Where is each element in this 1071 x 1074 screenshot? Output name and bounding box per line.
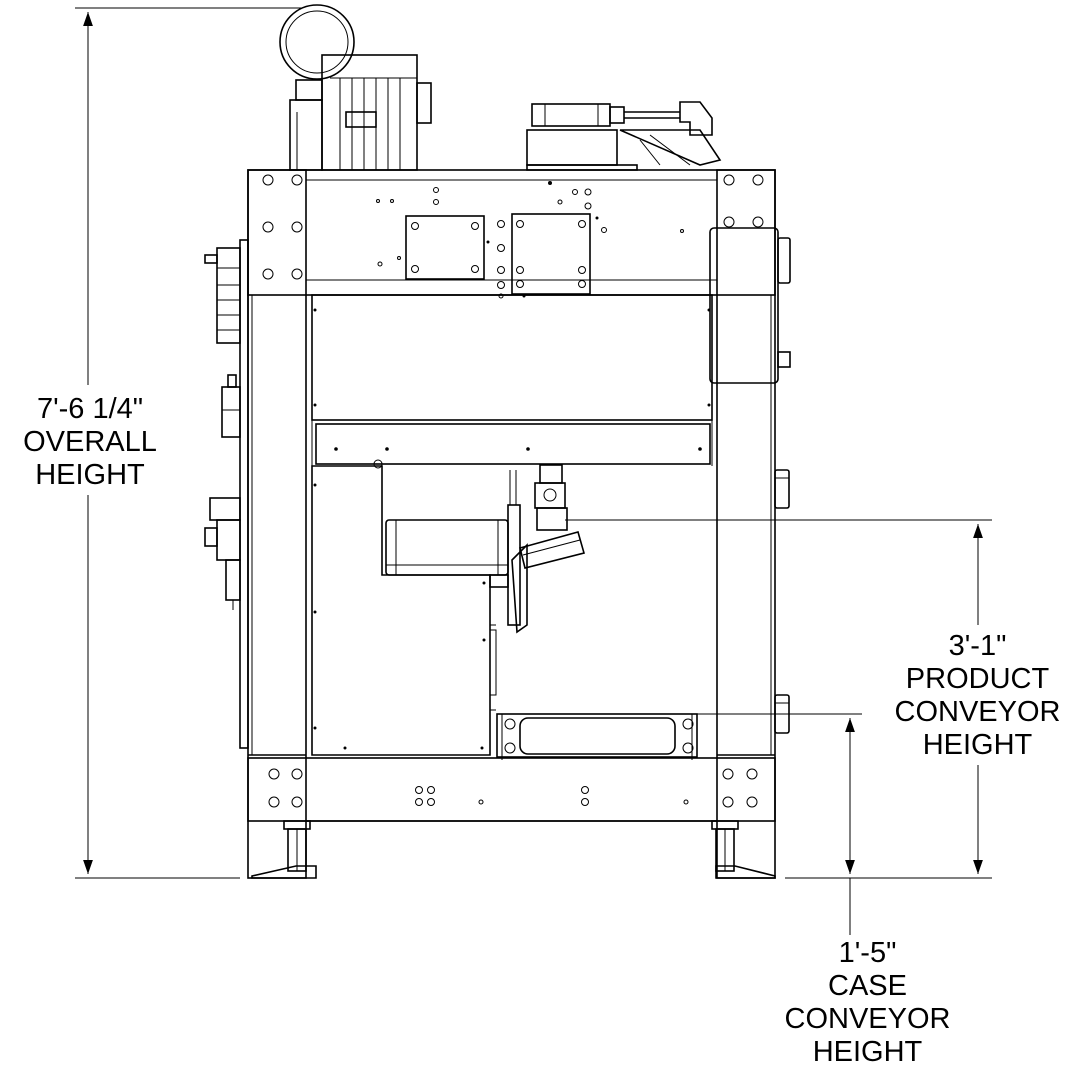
tape-applicator-roller: [536, 507, 568, 531]
mounting-plate-right: [511, 213, 591, 295]
motor-assembly: [279, 4, 432, 171]
frame-bolt-holes: [262, 174, 764, 808]
case-conveyor-bed: [496, 713, 698, 758]
case-conveyor: [496, 713, 698, 760]
dimension-case-conveyor-height: [690, 713, 862, 935]
overall-height-value: 7'-6 1/4": [36, 393, 144, 425]
leveling-feet: [251, 820, 776, 879]
tape-knife-arm: [507, 504, 521, 626]
product-conveyor-caption-1: PRODUCT: [905, 663, 1050, 695]
tape-head: [519, 464, 585, 569]
electrical-enclosure: [709, 227, 779, 384]
case-conveyor-roller: [519, 717, 676, 755]
case-conveyor-caption-2: CONVEYOR: [784, 1003, 951, 1035]
push-button-lower: [774, 694, 790, 734]
left-side-panel: [239, 239, 249, 749]
foot-left-pad: [251, 865, 317, 879]
valve-manifold: [216, 247, 241, 344]
middle-guard-panel: [315, 423, 711, 465]
guard-panels: [311, 294, 713, 756]
case-conveyor-value: 1'-5": [838, 937, 897, 969]
foot-right-collar: [711, 820, 739, 830]
left-column: [247, 169, 307, 879]
tape-strip: [519, 531, 585, 569]
case-conveyor-height-label: 1'-5" CASE CONVEYOR HEIGHT: [780, 937, 955, 1069]
foot-right-pad: [715, 865, 776, 879]
product-conveyor-height-label: 3'-1" PRODUCT CONVEYOR HEIGHT: [885, 630, 1070, 762]
overall-height-caption-2: HEIGHT: [35, 459, 145, 491]
overall-height-caption-1: OVERALL: [23, 426, 157, 458]
upper-guard-panel: [311, 294, 713, 421]
case-conveyor-caption-1: CASE: [828, 970, 907, 1002]
disconnect-handle: [777, 237, 791, 284]
motor-fan-cover: [279, 4, 355, 80]
product-conveyor-caption-3: HEIGHT: [922, 729, 1033, 761]
control-box: [709, 227, 791, 734]
product-conveyor-roller: [385, 519, 509, 576]
pressure-regulator: [221, 386, 241, 438]
cylinder-assembly: [526, 101, 722, 171]
case-conveyor-caption-3: HEIGHT: [812, 1036, 923, 1068]
dimension-overall-height: [75, 7, 305, 879]
bottom-beam: [247, 757, 776, 822]
product-conveyor-caption-2: CONVEYOR: [894, 696, 1061, 728]
lower-left-panel: [311, 465, 491, 756]
mounting-plate-left: [405, 215, 485, 280]
overall-height-label: 7'-6 1/4" OVERALL HEIGHT: [20, 393, 160, 492]
push-button-upper: [774, 469, 790, 509]
dimension-product-conveyor-height: [565, 519, 992, 879]
right-column: [716, 169, 776, 879]
left-side-components: [204, 239, 249, 749]
filter-regulator: [209, 497, 241, 521]
product-conveyor: [385, 470, 528, 634]
product-conveyor-value: 3'-1": [948, 630, 1007, 662]
mounting-plates: [405, 213, 591, 295]
